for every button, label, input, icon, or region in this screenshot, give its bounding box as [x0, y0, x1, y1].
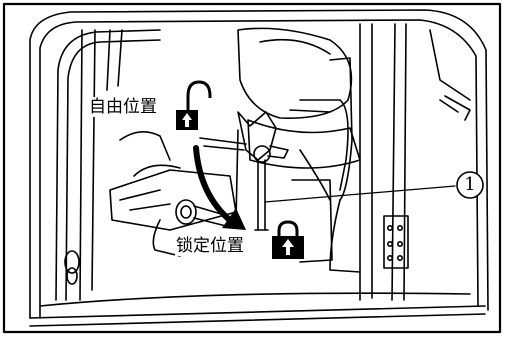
bent-arrow-icon: [193, 145, 246, 230]
free-position-label: 自由位置: [88, 97, 158, 117]
lock-position-label: 锁定位置: [175, 236, 245, 256]
callout-circle: [456, 171, 484, 199]
figure-border: [2, 2, 502, 334]
callout-number: 1: [464, 174, 476, 195]
padlock-closed-icon: [272, 220, 304, 259]
padlock-open-icon: [176, 80, 212, 130]
